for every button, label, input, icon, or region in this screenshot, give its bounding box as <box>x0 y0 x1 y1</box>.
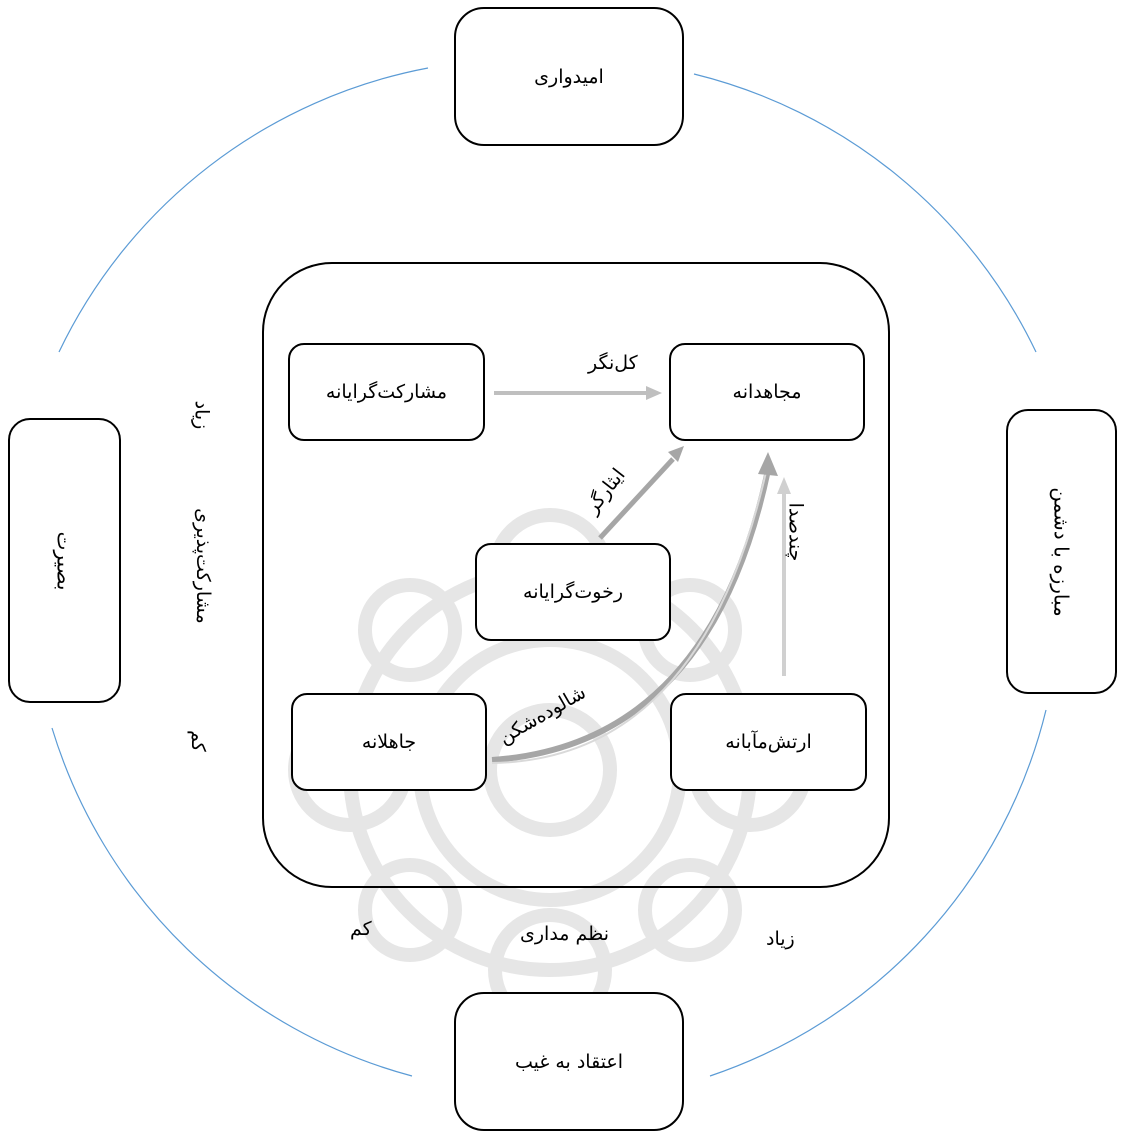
arrow-top <box>494 386 662 400</box>
circle-arc-bottom-left <box>51 727 413 1077</box>
arrow-top-label: کل‌نگر <box>588 352 638 374</box>
x-axis-title: نظم مداری <box>520 923 610 945</box>
y-axis-high-label: زیاد <box>190 400 213 430</box>
inner-box-bottom-left: جاهلانه <box>291 693 487 791</box>
inner-box-bottom-right-label: ارتش‌مآبانه <box>725 731 812 753</box>
arrow-right <box>777 477 791 676</box>
outer-box-top: امیدواری <box>454 7 684 146</box>
inner-box-bottom-right: ارتش‌مآبانه <box>670 693 867 791</box>
outer-box-bottom-label: اعتقاد به غیب <box>514 1050 624 1073</box>
arrow-right-label: چندصدا <box>784 502 807 562</box>
circle-arc-top-left <box>58 67 429 353</box>
inner-box-center: رخوت‌گرایانه <box>475 543 671 641</box>
outer-box-right: مبارزه با دشمن <box>1006 409 1117 694</box>
inner-box-bottom-left-label: جاهلانه <box>361 731 417 753</box>
circle-arc-bottom-right <box>709 709 1047 1077</box>
outer-box-left: بصیرت <box>8 418 121 703</box>
x-axis-high-label: زیاد <box>766 928 795 950</box>
outer-box-top-label: امیدواری <box>534 65 604 88</box>
inner-box-top-left-label: مشارکت‌گرایانه <box>325 381 448 403</box>
inner-box-center-label: رخوت‌گرایانه <box>523 581 623 603</box>
central-frame <box>262 262 890 888</box>
inner-box-top-right: مجاهدانه <box>669 343 865 441</box>
inner-box-top-right-label: مجاهدانه <box>732 381 802 403</box>
outer-circle <box>51 67 1047 1077</box>
circle-arc-top-right <box>693 73 1037 353</box>
x-axis-low-label: کم <box>350 918 372 940</box>
arrow-curve <box>491 452 778 764</box>
y-axis-title: مشارکت‌پذیری <box>191 508 214 624</box>
arrow-diagonal <box>598 446 684 540</box>
y-axis-low-label: کم <box>186 730 209 752</box>
outer-box-bottom: اعتقاد به غیب <box>454 992 684 1131</box>
inner-box-top-left: مشارکت‌گرایانه <box>288 343 485 441</box>
